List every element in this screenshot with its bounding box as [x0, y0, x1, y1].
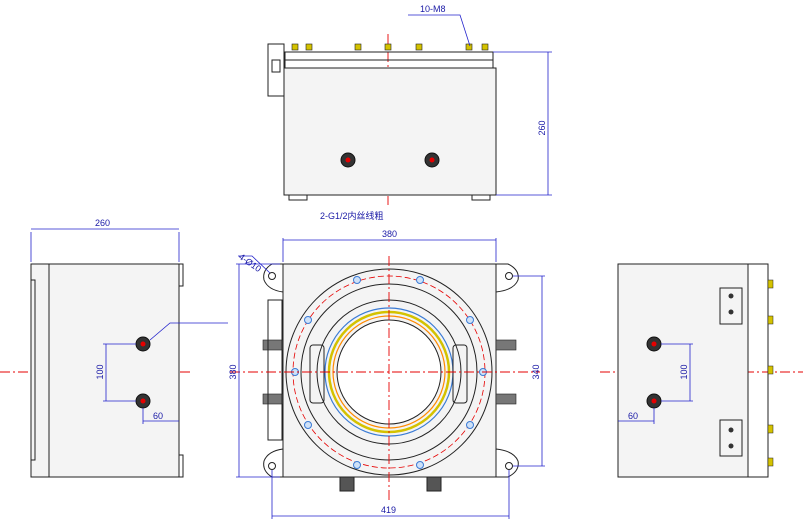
front-hole-spacing-text: 340 [531, 364, 541, 379]
top-view-foot-right [471, 194, 491, 201]
front-handle-right [452, 344, 468, 404]
front-hole-callout-text: 4-Ø10 [237, 251, 263, 274]
left-view-flange [30, 279, 36, 461]
left-offset-text: 60 [153, 411, 163, 421]
right-view: 100 60 [600, 263, 803, 478]
front-side-stud-2 [262, 393, 284, 405]
port-note-text: 2-G1/2内丝线粗 [320, 210, 384, 221]
mount-hole-top-left [268, 272, 276, 280]
front-side-stud-4 [495, 393, 517, 405]
left-view-body [30, 263, 180, 478]
top-callout-text: 10-M8 [420, 4, 446, 14]
top-callout-leader [408, 14, 471, 47]
front-side-stud-3 [495, 339, 517, 351]
mount-hole-bottom-right [505, 462, 513, 470]
top-view-hinge-bracket [267, 43, 285, 97]
front-handle-left [309, 344, 325, 404]
left-spacing-text: 100 [95, 364, 105, 379]
top-view-body [283, 67, 497, 196]
front-ear-top-right [495, 263, 519, 293]
top-height-text: 260 [537, 120, 547, 135]
front-height-text: 380 [228, 364, 238, 379]
mount-hole-top-right [505, 272, 513, 280]
front-base-width-text: 419 [381, 505, 396, 515]
front-view: 380 4-Ø10 380 340 419 [228, 229, 545, 519]
front-side-stud-1 [262, 339, 284, 351]
front-ear-bottom-left [263, 448, 284, 478]
front-left-hinge-bar [267, 299, 283, 441]
right-spacing-text: 100 [679, 364, 689, 379]
top-view: 10-M8 260 2-G1/2内丝线粗 [267, 4, 552, 221]
left-width-text: 260 [95, 218, 110, 228]
right-view-hinge-bottom [719, 419, 743, 457]
mount-hole-bottom-left [268, 462, 276, 470]
left-view: 260 100 60 [0, 218, 228, 478]
front-bottom-port-right [426, 476, 442, 492]
right-view-body [617, 263, 749, 478]
front-ear-top-left [263, 263, 284, 293]
top-view-m8-bolts [291, 43, 489, 51]
front-ear-bottom-right [495, 448, 519, 478]
top-view-hinge-pin [271, 59, 281, 73]
right-view-hinge-side [747, 263, 769, 478]
top-view-foot-left [288, 194, 308, 201]
right-view-hinge-top [719, 287, 743, 325]
right-offset-text: 60 [628, 411, 638, 421]
front-width-text: 380 [382, 229, 397, 239]
front-bottom-port-left [339, 476, 355, 492]
